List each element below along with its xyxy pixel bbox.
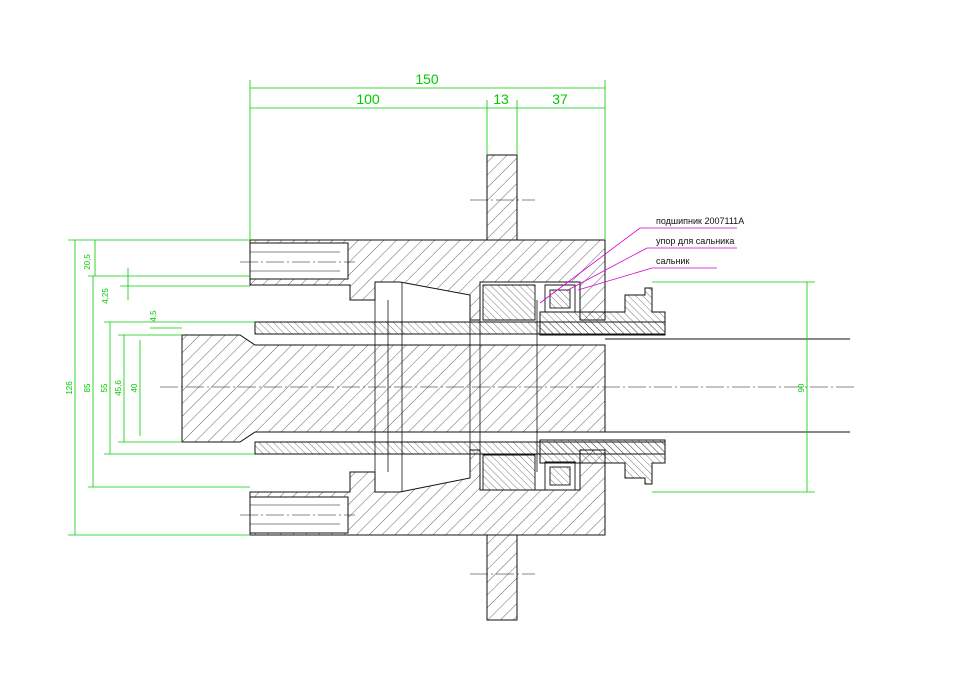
flange-bottom [486,534,518,621]
center-lines [160,199,855,575]
dim-55: 55 [100,383,109,392]
dim-40: 40 [130,383,139,392]
dim-150: 150 [415,71,439,87]
flange-top [486,154,518,241]
shaft-body [181,334,606,443]
callout-seal: сальник [656,256,689,266]
callout-leaders [539,227,737,304]
dim-45-6: 45,6 [114,380,123,396]
dim-37: 37 [552,91,568,107]
dim-126: 126 [65,381,74,395]
dimension-labels: 150 100 13 37 126 85 55 45,6 40 20,5 4,2… [65,71,806,396]
end-cap [539,287,666,485]
dim-20-5: 20,5 [83,254,92,270]
bearing-lower [482,454,536,491]
dim-13: 13 [493,91,509,107]
dim-90: 90 [797,383,806,392]
dimensions [68,80,815,536]
dim-100: 100 [356,91,380,107]
bearing-upper [482,284,536,321]
end-cap-lower [539,439,666,485]
dim-4-25: 4,25 [101,288,110,304]
dim-85: 85 [83,383,92,392]
threaded-hole-top [249,242,349,280]
callout-seal-stop: упор для сальника [656,236,734,246]
end-cap-upper [539,287,666,336]
bearing-assembly [482,284,576,491]
callout-bearing: подшипник 2007111А [656,216,744,226]
dim-4-5: 4,5 [149,310,158,322]
